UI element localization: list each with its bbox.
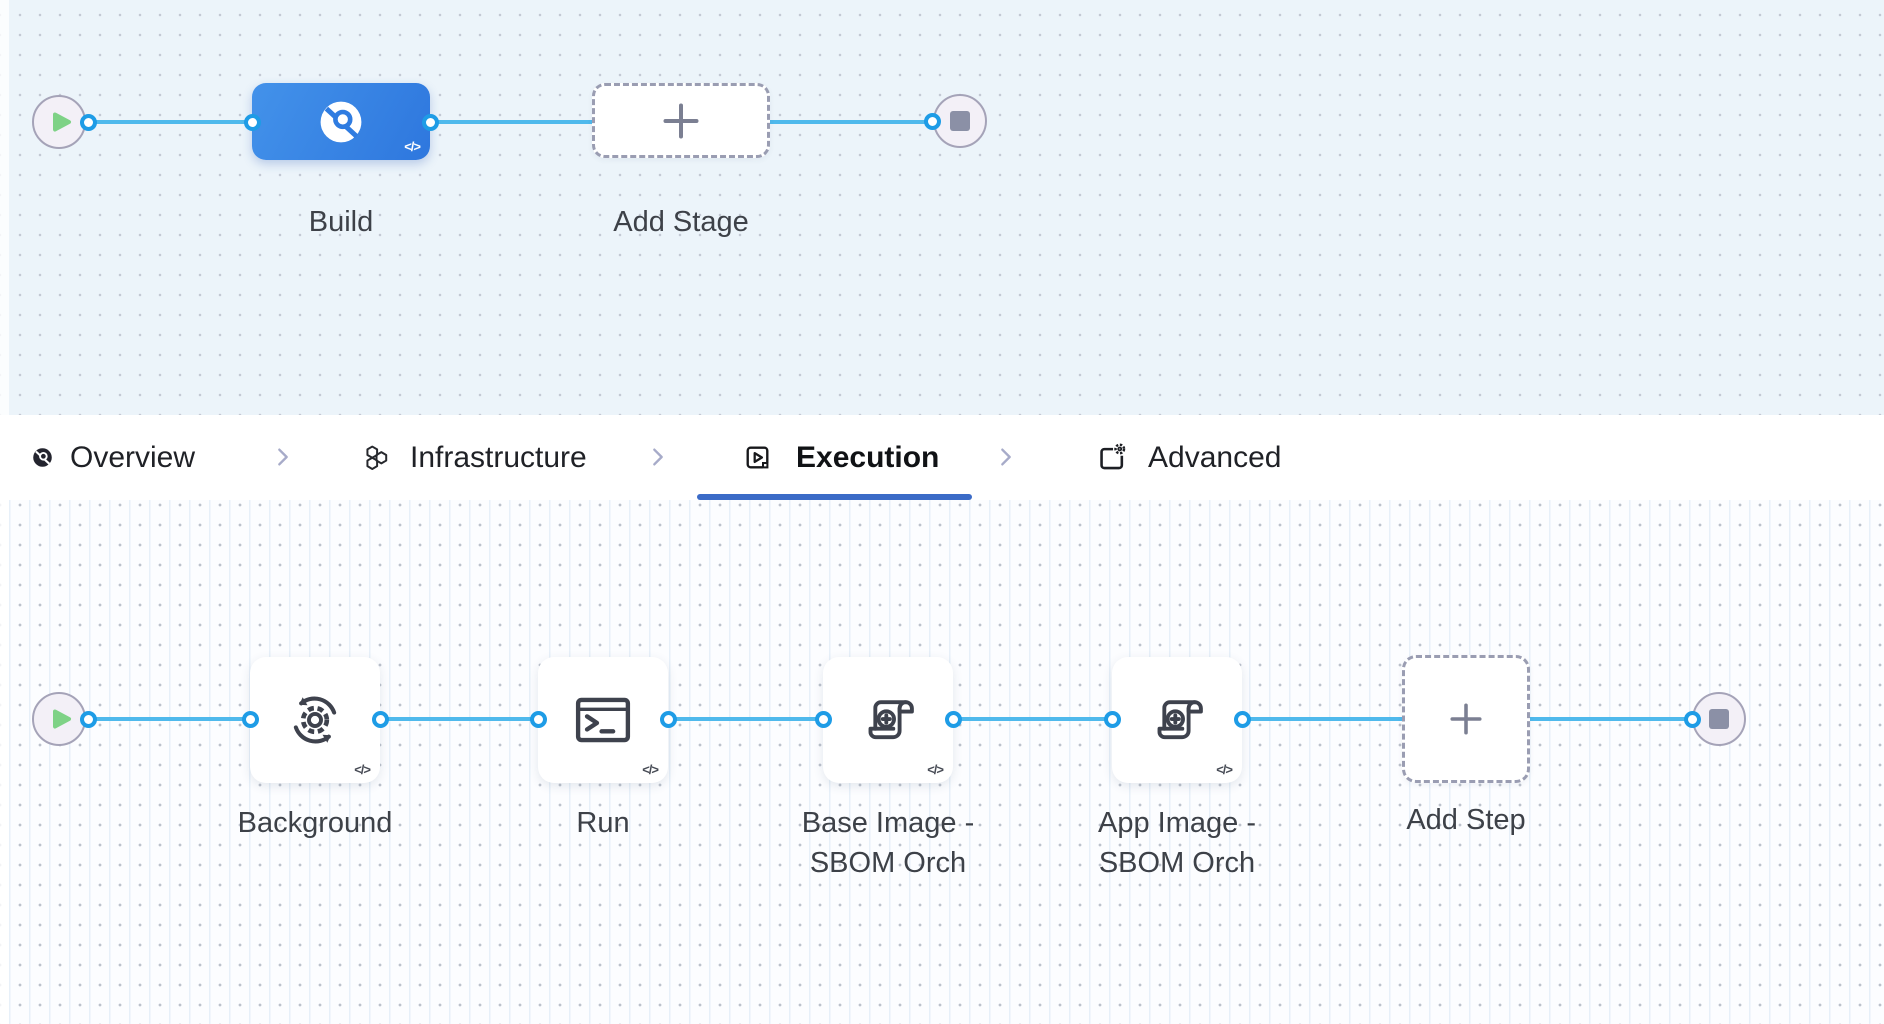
- stage-canvas: </> Build Add Stage: [0, 0, 1884, 415]
- add-step-label: Add Step: [1406, 804, 1526, 836]
- connector-port[interactable]: [243, 113, 261, 131]
- code-badge[interactable]: </>: [642, 762, 659, 777]
- stage-node-build[interactable]: </>: [252, 83, 430, 160]
- play-icon: [52, 112, 71, 132]
- plus-icon: [663, 103, 699, 138]
- step-node-run[interactable]: </>: [538, 657, 668, 783]
- chevron-right-icon: [1001, 448, 1011, 466]
- stage-config-tabbar: Overview Infrastructure Execution: [0, 415, 1884, 500]
- pipeline-start-node[interactable]: [32, 95, 86, 149]
- terminal-icon: [575, 697, 631, 743]
- code-badge[interactable]: </>: [354, 762, 371, 777]
- step-node-base-image-sbom[interactable]: </>: [823, 657, 953, 783]
- play-square-icon: [746, 446, 769, 469]
- plus-icon: [1450, 703, 1482, 735]
- add-stage-label: Add Stage: [613, 206, 749, 238]
- step-label: Background: [237, 807, 393, 839]
- stage-label: Build: [308, 206, 374, 238]
- step-node-app-image-sbom[interactable]: </>: [1112, 657, 1242, 783]
- connector-port[interactable]: [814, 710, 832, 728]
- connector-port[interactable]: [421, 113, 439, 131]
- stop-icon: [950, 111, 970, 131]
- left-edge-gutter: [0, 0, 9, 415]
- connector-port[interactable]: [659, 710, 677, 728]
- play-icon: [52, 709, 71, 729]
- tab-label: Overview: [70, 440, 196, 474]
- pipeline-edge: [88, 120, 932, 124]
- connector-port[interactable]: [944, 710, 962, 728]
- stop-icon: [1709, 709, 1729, 729]
- tab-label: Infrastructure: [410, 440, 587, 474]
- connector-port[interactable]: [79, 113, 97, 131]
- tab-infrastructure[interactable]: Infrastructure: [362, 415, 587, 500]
- scroll-plus-icon: [868, 700, 914, 740]
- connector-port[interactable]: [1103, 710, 1121, 728]
- step-label: App Image -: [1098, 807, 1256, 839]
- connector-port[interactable]: [371, 710, 389, 728]
- tab-label: Advanced: [1148, 440, 1282, 474]
- hexagons-icon: [366, 445, 388, 470]
- chevron-right-icon: [653, 448, 663, 466]
- pipeline-end-node[interactable]: [933, 94, 987, 148]
- connector-port[interactable]: [1233, 710, 1251, 728]
- connector-port[interactable]: [241, 710, 259, 728]
- step-label: Run: [576, 807, 630, 839]
- chevron-right-icon: [278, 448, 288, 466]
- step-node-background[interactable]: </>: [250, 657, 380, 783]
- left-edge-gutter: [0, 500, 9, 1024]
- tab-overview[interactable]: Overview: [32, 415, 195, 500]
- execution-start-node[interactable]: [32, 692, 86, 746]
- tab-execution[interactable]: Execution: [744, 415, 939, 500]
- step-label: SBOM Orch: [809, 847, 967, 879]
- sync-gear-icon: [293, 696, 337, 744]
- execution-canvas: </> </> </>: [0, 500, 1884, 1024]
- ci-overview-icon: [33, 448, 52, 467]
- code-badge[interactable]: </>: [927, 762, 944, 777]
- tab-label: Execution: [796, 440, 940, 474]
- code-badge[interactable]: </>: [1216, 762, 1233, 777]
- step-label: Base Image -: [801, 807, 975, 839]
- execution-end-node[interactable]: [1692, 692, 1746, 746]
- scroll-plus-icon: [1157, 700, 1203, 740]
- add-stage-button[interactable]: [592, 83, 770, 158]
- connector-port[interactable]: [529, 710, 547, 728]
- active-tab-underline: [697, 494, 972, 500]
- ci-build-icon: [320, 101, 362, 142]
- code-badge[interactable]: </>: [404, 139, 421, 154]
- add-step-button[interactable]: [1402, 655, 1530, 783]
- step-label: SBOM Orch: [1098, 847, 1256, 879]
- tab-advanced[interactable]: Advanced: [1096, 415, 1281, 500]
- connector-port[interactable]: [1683, 710, 1701, 728]
- connector-port[interactable]: [923, 112, 941, 130]
- gear-square-icon: [1100, 443, 1126, 470]
- connector-port[interactable]: [79, 710, 97, 728]
